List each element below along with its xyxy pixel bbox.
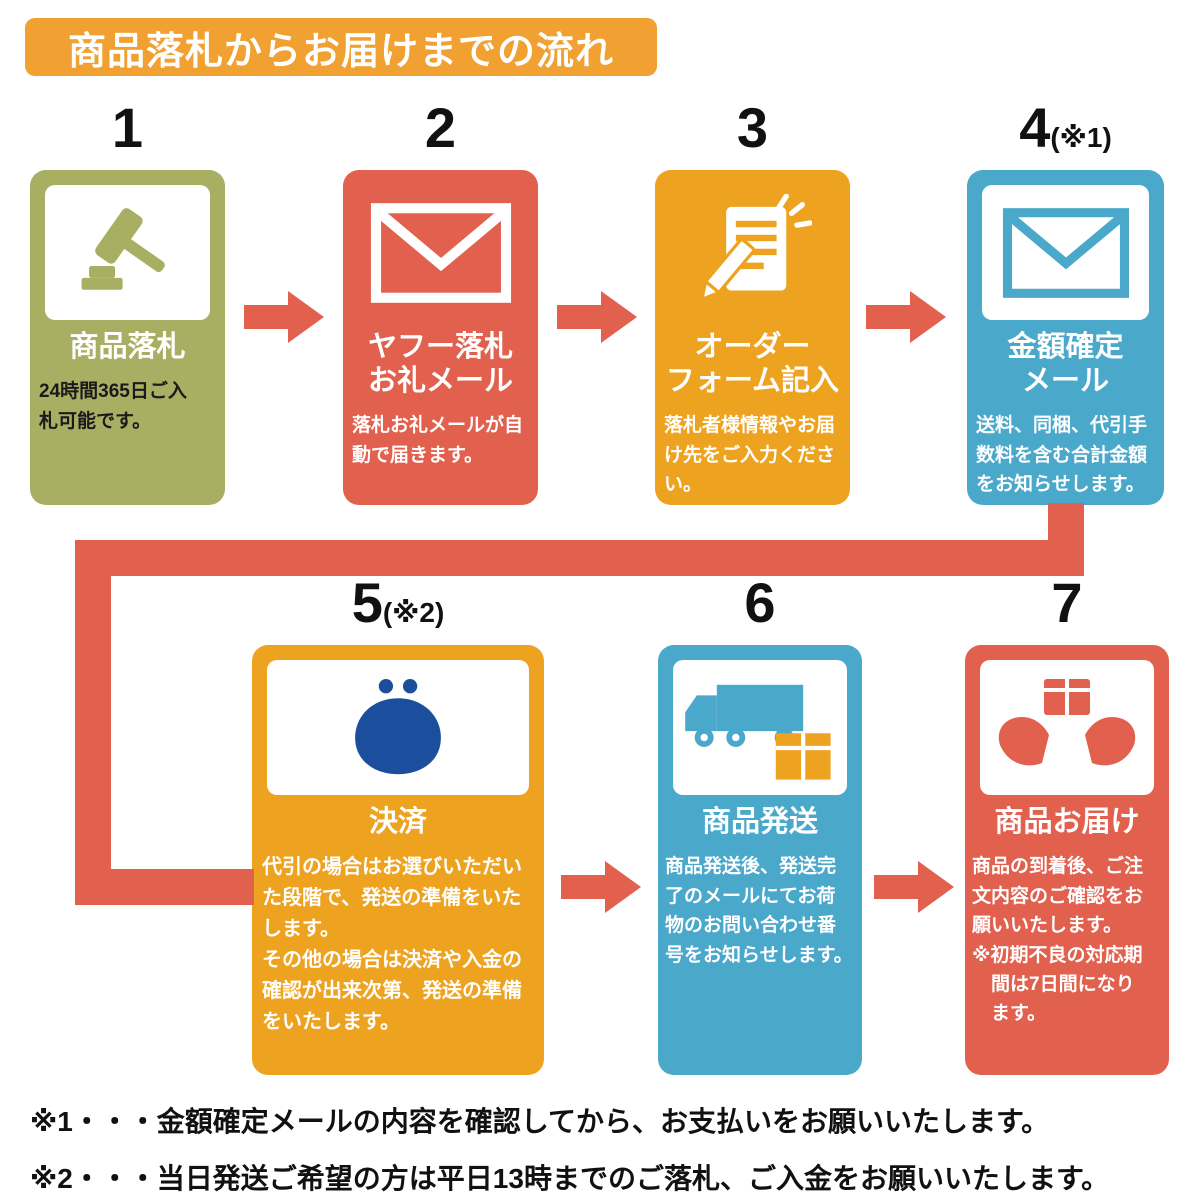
step-number-5: 5(※2) bbox=[252, 575, 544, 631]
step-number-suffix: (※2) bbox=[382, 597, 445, 628]
step-number-4: 4(※1) bbox=[967, 100, 1164, 156]
step-box-shipping: 商品発送 商品発送後、発送完 了のメールにてお荷 物のお問い合わせ番 号をお知ら… bbox=[658, 645, 862, 1075]
step-title: 決済 bbox=[368, 806, 427, 838]
flow-arrow bbox=[561, 859, 641, 915]
truck-icon bbox=[673, 660, 847, 795]
step-box-thanks-mail: ヤフー落札 お礼メール 落札お礼メールが自 動で届きます。 bbox=[343, 170, 538, 505]
flow-arrow bbox=[244, 289, 324, 345]
flow-connector-segment bbox=[75, 540, 1084, 576]
package-box-icon bbox=[775, 732, 831, 780]
mail-icon bbox=[367, 185, 515, 320]
header-banner: 商品落札からお届けまでの流れ bbox=[25, 18, 657, 76]
flow-arrow bbox=[557, 289, 637, 345]
step-number-2: 2 bbox=[343, 100, 538, 156]
step-number-6: 6 bbox=[658, 575, 862, 631]
footnote-2: ※2・・・当日発送ご希望の方は平日13時までのご落札、ご入金をお願いいたします。 bbox=[30, 1163, 1110, 1194]
step-title: 商品お届け bbox=[994, 806, 1140, 838]
step-title: 商品発送 bbox=[701, 806, 818, 838]
page-title: 商品落札からお届けまでの流れ bbox=[67, 30, 614, 73]
order-form-icon bbox=[694, 185, 812, 320]
price-mail-icon bbox=[982, 185, 1149, 320]
step-box-auction-win: 商品落札 24時間365日ご入 札可能です。 bbox=[30, 170, 225, 505]
step-number-7: 7 bbox=[965, 575, 1169, 631]
step-number-value: 1 bbox=[111, 96, 144, 159]
step-number-value: 7 bbox=[1051, 571, 1083, 634]
delivery-hands-icon bbox=[980, 660, 1154, 795]
flow-connector-segment bbox=[75, 540, 111, 905]
footnote-1: ※1・・・金額確定メールの内容を確認してから、お支払いをお願いいたします。 bbox=[30, 1106, 1050, 1137]
step-box-order-form: オーダー フォーム記入 落札者様情報やお届 け先をご入力くださ い。 bbox=[655, 170, 850, 505]
step-number-1: 1 bbox=[30, 100, 225, 156]
step-number-value: 2 bbox=[424, 96, 457, 159]
step-number-value: 4 bbox=[1019, 96, 1051, 159]
step-description: 商品の到着後、ご注 文内容のご確認をお 願いいたします。 ※初期不良の対応期 間… bbox=[972, 856, 1144, 1025]
step-number-value: 5 bbox=[351, 571, 383, 634]
step-number-suffix: (※1) bbox=[1050, 122, 1112, 153]
step-description: 落札者様情報やお届 け先をご入力くださ い。 bbox=[664, 415, 836, 496]
step-title: 金額確定 メール bbox=[1007, 331, 1124, 398]
step-box-delivery: 商品お届け 商品の到着後、ご注 文内容のご確認をお 願いいたします。 ※初期不良… bbox=[965, 645, 1169, 1075]
step-title: 商品落札 bbox=[69, 331, 186, 363]
step-box-payment: 決済 代引の場合はお選びいただい た段階で、発送の準備をいた します。 その他の… bbox=[252, 645, 544, 1075]
step-number-value: 3 bbox=[736, 96, 769, 159]
step-title: ヤフー落札 お礼メール bbox=[367, 331, 513, 398]
step-description: 商品発送後、発送完 了のメールにてお荷 物のお問い合わせ番 号をお知らせします。 bbox=[665, 856, 853, 966]
step-number-value: 6 bbox=[744, 571, 776, 634]
flow-arrow bbox=[874, 859, 954, 915]
step-description: 代引の場合はお選びいただい た段階で、発送の準備をいた します。 その他の場合は… bbox=[262, 856, 522, 1034]
step-description: 落札お礼メールが自 動で届きます。 bbox=[352, 415, 524, 466]
gavel-icon bbox=[45, 185, 210, 320]
step-box-price-mail: 金額確定 メール 送料、同梱、代引手 数料を含む合計金額 をお知らせします。 bbox=[967, 170, 1164, 505]
flow-connector-segment bbox=[75, 869, 254, 905]
purse-icon bbox=[267, 660, 529, 795]
flow-arrow bbox=[866, 289, 946, 345]
step-title: オーダー フォーム記入 bbox=[665, 331, 840, 398]
step-description: 24時間365日ご入 札可能です。 bbox=[39, 381, 187, 432]
step-number-3: 3 bbox=[655, 100, 850, 156]
step-description: 送料、同梱、代引手 数料を含む合計金額 をお知らせします。 bbox=[976, 415, 1148, 496]
